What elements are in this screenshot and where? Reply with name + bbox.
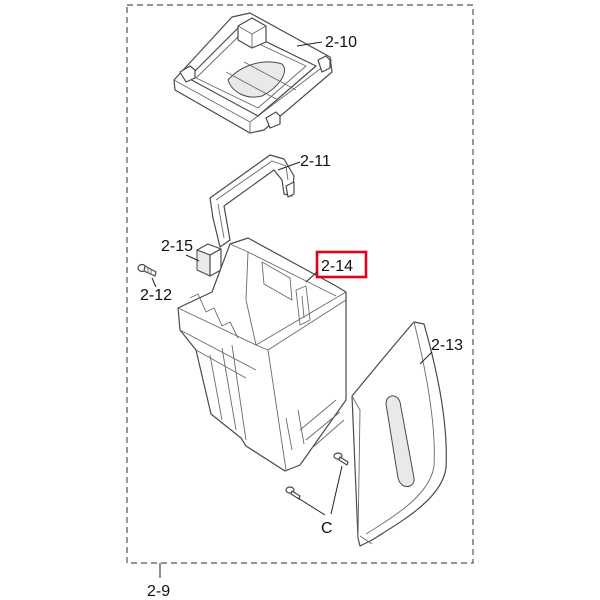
block-part bbox=[196, 243, 222, 277]
bin-leader bbox=[305, 271, 318, 283]
block-leader bbox=[185, 254, 200, 262]
handle-label: 2-11 bbox=[300, 153, 331, 170]
screw-c-lower bbox=[285, 486, 301, 500]
screws-c-leader-upper bbox=[330, 465, 343, 515]
bin-highlight-box bbox=[315, 250, 368, 279]
panel-leader bbox=[419, 351, 433, 365]
handle-part bbox=[209, 154, 295, 248]
lid-part bbox=[173, 12, 333, 134]
screws-c-label: C bbox=[321, 520, 333, 537]
assembly-frame bbox=[126, 4, 474, 564]
lid-label: 2-10 bbox=[325, 34, 357, 51]
handle-leader bbox=[277, 161, 301, 171]
screw-leader bbox=[151, 277, 157, 288]
screw-c-upper bbox=[333, 452, 349, 466]
block-label: 2-15 bbox=[161, 238, 193, 255]
panel-part bbox=[351, 321, 447, 547]
screw-part bbox=[137, 263, 157, 277]
bin-part bbox=[177, 237, 347, 472]
panel-label: 2-13 bbox=[431, 337, 463, 354]
screw-label: 2-12 bbox=[140, 287, 172, 304]
assembly-label: 2-9 bbox=[147, 583, 170, 600]
screws-c-leader-lower bbox=[297, 497, 326, 516]
bin-label: 2-14 bbox=[321, 258, 353, 275]
lid-leader bbox=[296, 41, 323, 47]
